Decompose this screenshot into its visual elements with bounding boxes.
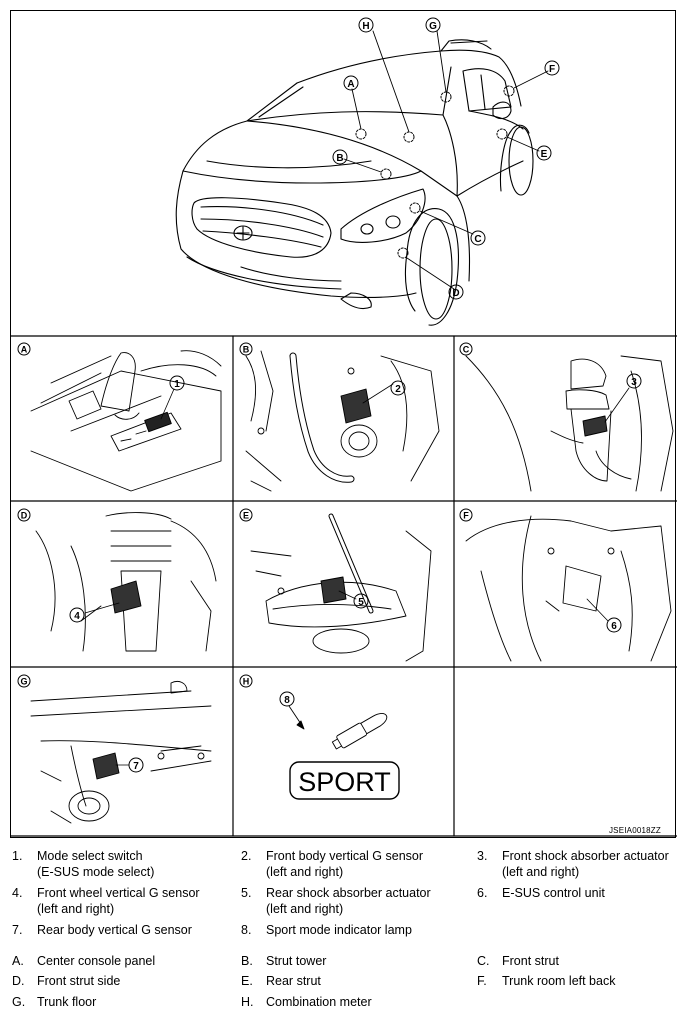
legend-text: Rear body vertical G sensor (37, 923, 192, 937)
figure-drawing: H G F A E B C D (11, 17, 677, 837)
location-text: Trunk room left back (502, 974, 616, 988)
location-letter: B. (241, 954, 253, 968)
panel-h-drawing (288, 705, 400, 800)
panel-letter-e: E (243, 511, 249, 521)
panel-letter-d: D (21, 511, 28, 521)
panel-number-7: 7 (133, 761, 139, 772)
location-text: Rear strut (266, 974, 321, 988)
legend-number: 7. (12, 923, 23, 937)
legend-text: Mode select switch (E-SUS mode select) (37, 848, 154, 880)
legend-number: 8. (241, 923, 252, 937)
callout-b: B (336, 153, 343, 164)
location-letter: E. (241, 974, 253, 988)
panel-number-3: 3 (631, 377, 637, 388)
panel-number-6: 6 (611, 621, 617, 632)
panel-grid (11, 335, 677, 837)
indicator-bulb (331, 712, 388, 750)
callout-leaders (343, 30, 549, 290)
legend-line: Front body vertical G sensor (266, 849, 424, 863)
legend-line: (left and right) (266, 902, 344, 916)
panel-a-drawing (30, 350, 222, 492)
legend-line: Front shock absorber actuator (502, 849, 669, 863)
legend-line: (left and right) (266, 865, 344, 879)
legend-line: Rear shock absorber actuator (266, 886, 431, 900)
legend-text: E-SUS control unit (502, 886, 605, 900)
legend-text: Front body vertical G sensor (left and ri… (266, 848, 423, 880)
component-location-figure: H G F A E B C D (10, 10, 677, 838)
panel-number-8: 8 (284, 695, 290, 706)
callout-h: H (362, 21, 369, 32)
car-illustration (175, 39, 534, 326)
location-letter: C. (477, 954, 490, 968)
panel-g-drawing (30, 680, 212, 824)
panel-e-drawing (250, 513, 432, 662)
location-text: Front strut (502, 954, 559, 968)
main-callout-labels: H G F A E B C D (332, 17, 560, 300)
panel-labels: A 1 B 2 C 3 D 4 E 5 F 6 G 7 H (17, 342, 642, 797)
panel-letter-b: B (243, 345, 250, 355)
callout-c: C (474, 234, 481, 245)
panel-number-2: 2 (395, 384, 401, 395)
location-letter: A. (12, 954, 24, 968)
legend-line: (E-SUS mode select) (37, 865, 155, 879)
location-letter: D. (12, 974, 25, 988)
callout-e: E (541, 149, 548, 160)
panel-f-drawing (465, 515, 672, 662)
location-letter: H. (241, 995, 254, 1009)
legend-number: 4. (12, 886, 23, 900)
legend-text: Rear shock absorber actuator (left and ri… (266, 885, 431, 917)
legend-number: 3. (477, 849, 488, 863)
legend-text: Front shock absorber actuator (left and r… (502, 848, 669, 880)
legend-line: Front wheel vertical G sensor (37, 886, 200, 900)
panel-d-drawing (35, 512, 217, 652)
location-text: Combination meter (266, 995, 372, 1009)
legend-number: 1. (12, 849, 23, 863)
callout-f: F (549, 64, 555, 75)
legend-text: Sport mode indicator lamp (266, 923, 412, 937)
location-text: Front strut side (37, 974, 121, 988)
panel-letter-f: F (463, 511, 469, 521)
panel-letter-c: C (463, 345, 470, 355)
location-letter: F. (477, 974, 487, 988)
callout-g: G (429, 21, 437, 32)
panel-letter-a: A (21, 345, 28, 355)
legend-number: 2. (241, 849, 252, 863)
legend-line: (left and right) (37, 902, 115, 916)
sport-indicator-text: SPORT (298, 767, 391, 797)
callout-a: A (347, 79, 354, 90)
location-text: Strut tower (266, 954, 327, 968)
legend-line: Mode select switch (37, 849, 143, 863)
location-letter: G. (12, 995, 26, 1009)
legend-number: 5. (241, 886, 252, 900)
figure-code: JSEIA0018ZZ (608, 826, 661, 835)
panel-letter-h: H (243, 677, 250, 687)
panel-c-drawing (465, 355, 674, 492)
panel-number-4: 4 (74, 611, 80, 622)
legend-text: Front wheel vertical G sensor (left and r… (37, 885, 200, 917)
sport-indicator-box (289, 761, 400, 800)
panel-number-5: 5 (358, 597, 364, 608)
panel-number-1: 1 (174, 379, 180, 390)
panel-letter-g: G (20, 677, 27, 687)
location-text: Center console panel (37, 954, 156, 968)
legend-line: (left and right) (502, 865, 580, 879)
location-text: Trunk floor (37, 995, 97, 1009)
callout-d: D (452, 288, 459, 299)
legend-number: 6. (477, 886, 488, 900)
panel-b-drawing (245, 350, 440, 492)
